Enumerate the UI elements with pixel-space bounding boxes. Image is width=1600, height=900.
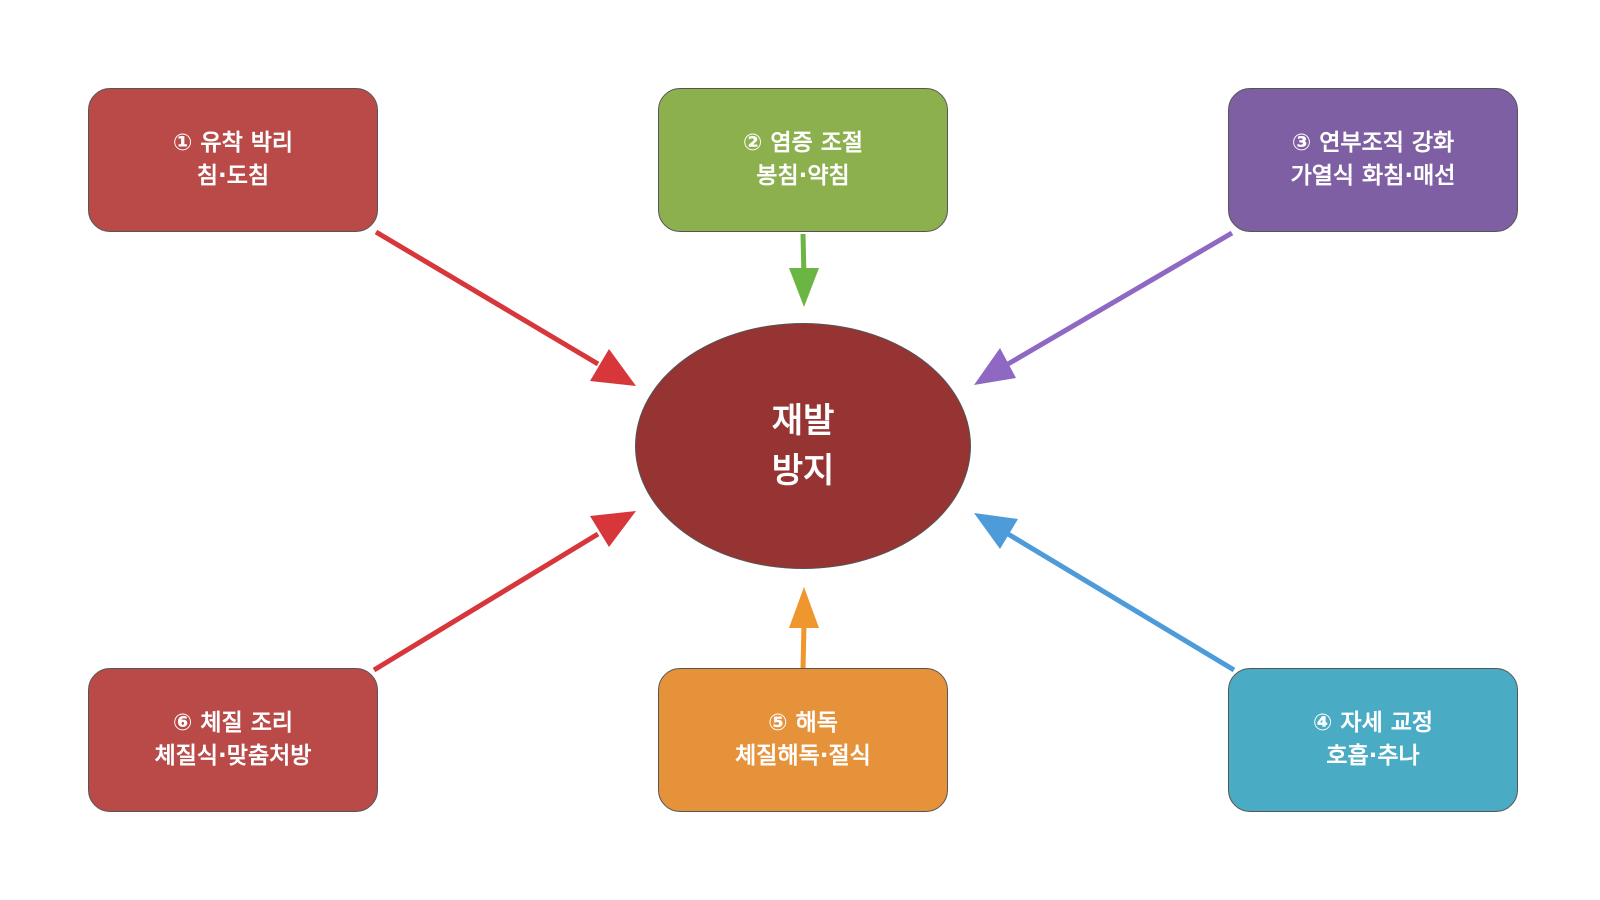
arrow-constitution-to-center <box>372 511 636 673</box>
center-recurrence-prevention: 재발 방지 <box>635 323 971 569</box>
node-subtitle: 호흡·추나 <box>1326 743 1420 769</box>
node-subtitle: 체질식·맞춤처방 <box>154 743 312 769</box>
node-constitution-care: ⑥ 체질 조리 체질식·맞춤처방 <box>88 668 378 812</box>
node-posture-correction: ④ 자세 교정 호흡·추나 <box>1228 668 1518 812</box>
arrow-inflammation-to-center <box>789 233 819 307</box>
arrow-soft-tissue-to-center <box>974 230 1234 385</box>
node-title: ⑤ 해독 <box>768 710 838 736</box>
node-inflammation-control: ② 염증 조절 봉침·약침 <box>658 88 948 232</box>
node-title: ④ 자세 교정 <box>1312 710 1434 736</box>
node-title: ⑥ 체질 조리 <box>172 710 294 736</box>
node-soft-tissue-strengthening: ③ 연부조직 강화 가열식 화침·매선 <box>1228 88 1518 232</box>
arrow-adhesion-to-center <box>374 229 636 386</box>
node-detox: ⑤ 해독 체질해독·절식 <box>658 668 948 812</box>
node-title: ③ 연부조직 강화 <box>1291 130 1455 156</box>
node-subtitle: 가열식 화침·매선 <box>1290 163 1456 189</box>
center-label-line2: 방지 <box>771 451 835 491</box>
node-adhesion-release: ① 유착 박리 침·도침 <box>88 88 378 232</box>
arrow-posture-to-center <box>974 513 1236 673</box>
node-title: ② 염증 조절 <box>742 130 864 156</box>
center-label-line1: 재발 <box>771 401 835 441</box>
node-title: ① 유착 박리 <box>172 130 294 156</box>
arrow-detox-to-center <box>789 587 819 671</box>
node-subtitle: 침·도침 <box>196 163 270 189</box>
node-subtitle: 봉침·약침 <box>756 163 850 189</box>
node-subtitle: 체질해독·절식 <box>735 743 871 769</box>
